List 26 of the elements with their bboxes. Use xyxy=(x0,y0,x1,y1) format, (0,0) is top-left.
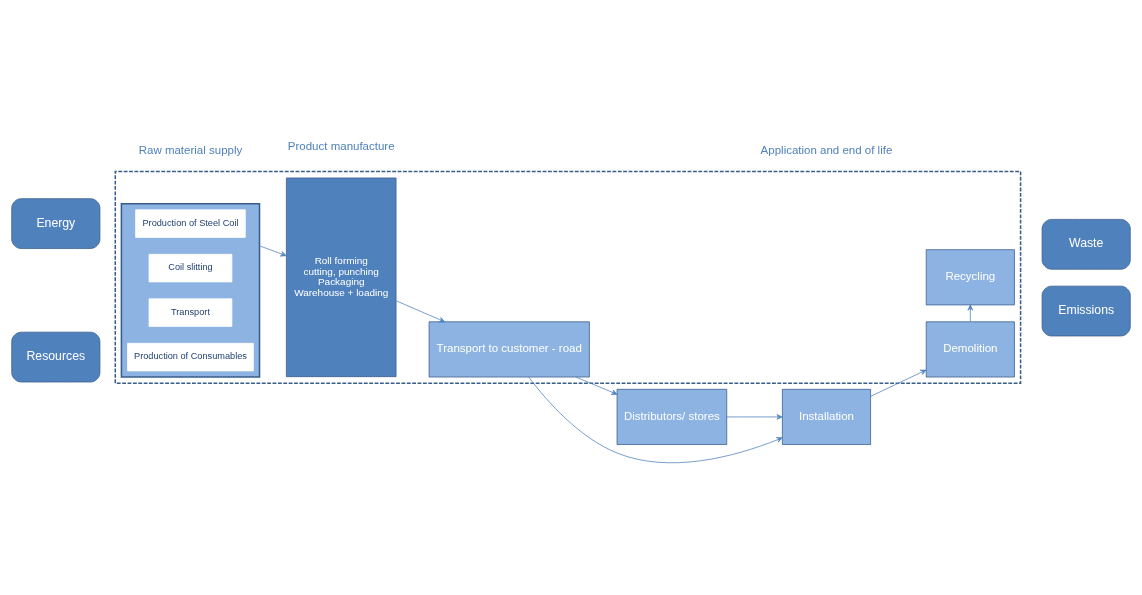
label: Raw material supply xyxy=(138,143,243,156)
node-box: Production of Steel Coil xyxy=(135,208,246,238)
node-box: Distributors/ stores xyxy=(616,388,728,445)
arrow xyxy=(726,413,783,420)
node-box: Resources xyxy=(11,331,101,382)
node-box: Transport to customer - road xyxy=(428,320,590,377)
arrow xyxy=(395,299,446,322)
label: Product manufacture xyxy=(287,139,395,152)
arrow xyxy=(870,369,927,397)
arrow xyxy=(259,244,287,256)
node-box: Coil slitting xyxy=(148,253,233,282)
arrow xyxy=(528,376,783,463)
node-box: Transport xyxy=(148,297,233,327)
node-box: Production of Consumables xyxy=(127,342,254,371)
cluster xyxy=(120,202,261,378)
node-box: Energy xyxy=(11,197,101,249)
arrow xyxy=(575,376,618,395)
node-box: Demolition xyxy=(925,320,1015,377)
node-box: Recycling xyxy=(925,248,1015,305)
node-box: Waste xyxy=(1041,218,1131,270)
node-box: Roll forming cutting, punching Packaging Warehouse + loading xyxy=(285,177,397,377)
node-box: Installation xyxy=(782,388,871,445)
node-box: Emissions xyxy=(1041,285,1131,336)
label: Application and end of life xyxy=(760,143,893,156)
cluster xyxy=(114,170,1022,384)
arrow xyxy=(967,304,974,322)
